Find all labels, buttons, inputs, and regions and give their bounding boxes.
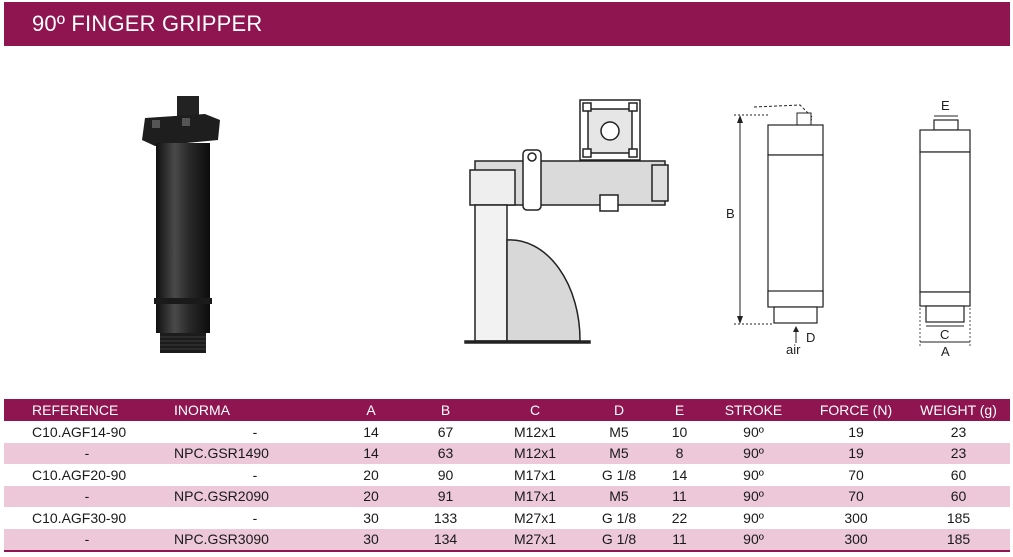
page-title: 90º FINGER GRIPPER xyxy=(32,11,263,36)
table-cell: 14 xyxy=(340,442,402,464)
dim-label-a: A xyxy=(941,344,950,359)
application-drawing xyxy=(464,99,669,344)
table-cell: 90º xyxy=(702,442,805,464)
dimension-drawing-side: B D air xyxy=(726,104,824,357)
dim-label-d: D xyxy=(806,330,815,345)
table-cell: M27x1 xyxy=(513,509,557,526)
table-cell: - xyxy=(4,442,170,464)
table-cell: 20 xyxy=(340,485,402,507)
table-cell: 14 xyxy=(671,466,688,483)
table-header-row: REFERENCE INORMA A B C D E STROKE FORCE … xyxy=(4,399,1010,421)
table-cell: - xyxy=(252,423,258,440)
specifications-table: REFERENCE INORMA A B C D E STROKE FORCE … xyxy=(4,399,1010,552)
table-cell: 90 xyxy=(437,466,454,483)
table-row: C10.AGF30-90 - 30 133 M27x1 G 1/8 22 90º… xyxy=(4,507,1010,529)
table-cell: C10.AGF14-90 xyxy=(32,423,127,440)
table-cell: 70 xyxy=(848,466,864,483)
table-cell: 60 xyxy=(950,466,967,483)
table-cell: C10.AGF20-90 xyxy=(32,466,127,483)
table-cell: - xyxy=(252,466,258,483)
table-cell: 300 xyxy=(844,509,868,526)
table-cell: 67 xyxy=(437,423,454,440)
product-photo xyxy=(142,96,220,353)
table-cell: 90º xyxy=(702,485,805,507)
table-row: - NPC.GSR1490 14 63 M12x1 M5 8 90º 19 23 xyxy=(4,442,1010,464)
header-cell: E xyxy=(657,399,702,421)
header-cell: INORMA xyxy=(170,399,340,421)
table-cell: NPC.GSR2090 xyxy=(170,485,340,507)
table-cell: 8 xyxy=(657,442,702,464)
table-cell: 134 xyxy=(402,528,489,552)
table-cell: M27x1 xyxy=(489,528,581,552)
table-cell: 133 xyxy=(433,509,458,526)
table-cell: 14 xyxy=(363,423,379,440)
table-cell: NPC.GSR3090 xyxy=(170,528,340,552)
table-cell: G 1/8 xyxy=(601,509,637,526)
table-cell: 23 xyxy=(950,423,967,440)
header-cell: STROKE xyxy=(702,399,805,421)
dim-label-c: C xyxy=(940,327,949,342)
table-cell: 185 xyxy=(946,509,971,526)
header-cell: FORCE (N) xyxy=(805,399,907,421)
dim-label-air: air xyxy=(786,342,801,357)
table-cell: - xyxy=(4,485,170,507)
table-cell: M17x1 xyxy=(513,466,557,483)
table-cell: G 1/8 xyxy=(581,528,657,552)
table-cell: G 1/8 xyxy=(601,466,637,483)
table-cell: NPC.GSR1490 xyxy=(170,442,340,464)
table-cell: M17x1 xyxy=(489,485,581,507)
title-bar: 90º FINGER GRIPPER xyxy=(4,2,1010,46)
dim-label-e: E xyxy=(941,98,950,113)
table-row: - NPC.GSR2090 20 91 M17x1 M5 11 90º 70 6… xyxy=(4,485,1010,507)
table-cell: 63 xyxy=(402,442,489,464)
table-cell: 30 xyxy=(363,509,379,526)
table-cell: 90º xyxy=(702,528,805,552)
header-cell: A xyxy=(340,399,402,421)
table-cell: 11 xyxy=(657,485,702,507)
header-cell: B xyxy=(402,399,489,421)
table-row: - NPC.GSR3090 30 134 M27x1 G 1/8 11 90º … xyxy=(4,528,1010,552)
header-cell: REFERENCE xyxy=(4,399,170,421)
table-cell: 300 xyxy=(805,528,907,552)
table-cell: 11 xyxy=(657,528,702,552)
table-cell: M5 xyxy=(609,423,629,440)
table-cell: 91 xyxy=(402,485,489,507)
table-cell: 10 xyxy=(671,423,688,440)
table-cell: M12x1 xyxy=(513,423,557,440)
table-cell: 23 xyxy=(907,442,1010,464)
table-cell: 19 xyxy=(848,423,864,440)
table-cell: 30 xyxy=(340,528,402,552)
table-cell: 19 xyxy=(805,442,907,464)
table-cell: 22 xyxy=(671,509,688,526)
table-row: C10.AGF14-90 - 14 67 M12x1 M5 10 90º 19 … xyxy=(4,421,1010,443)
table-cell: - xyxy=(252,509,258,526)
table-cell: 90º xyxy=(743,466,764,483)
table-cell: 70 xyxy=(805,485,907,507)
table-cell: 90º xyxy=(743,509,764,526)
table-cell: 90º xyxy=(743,423,764,440)
dim-label-b: B xyxy=(726,206,735,221)
table-row: C10.AGF20-90 - 20 90 M17x1 G 1/8 14 90º … xyxy=(4,464,1010,486)
header-cell: D xyxy=(581,399,657,421)
table-cell: C10.AGF30-90 xyxy=(32,509,127,526)
table-cell: M5 xyxy=(581,485,657,507)
header-cell: WEIGHT (g) xyxy=(907,399,1010,421)
table-cell: 185 xyxy=(907,528,1010,552)
table-cell: 60 xyxy=(907,485,1010,507)
table-cell: 20 xyxy=(363,466,379,483)
header-cell: C xyxy=(489,399,581,421)
table-cell: M5 xyxy=(581,442,657,464)
table-cell: - xyxy=(4,528,170,552)
dimension-drawing-front: E C A xyxy=(919,98,971,359)
table-cell: M12x1 xyxy=(489,442,581,464)
